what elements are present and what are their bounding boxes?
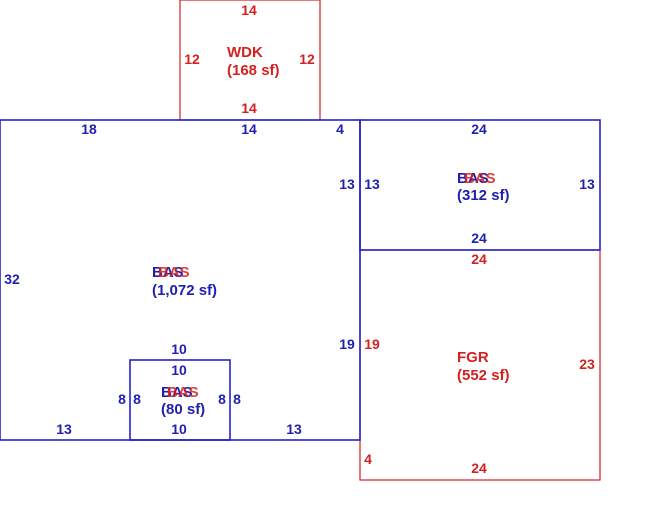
dim-fgr-top: 24 bbox=[471, 251, 487, 267]
fgr-code: FGR bbox=[457, 349, 489, 366]
dim-small-top-inner: 10 bbox=[171, 362, 187, 378]
dim-wdk-top: 14 bbox=[241, 2, 257, 18]
bas-small-outline bbox=[129, 359, 231, 441]
fgr-area: (552 sf) bbox=[457, 367, 510, 384]
dim-main-left: 32 bbox=[4, 271, 20, 287]
dim-main-right-lower: 19 bbox=[339, 336, 355, 352]
bas-small-code-b: BAS bbox=[167, 384, 199, 401]
bas-right-outline bbox=[359, 119, 601, 251]
dim-main-bottom-right: 13 bbox=[286, 421, 302, 437]
bas-main-area: (1,072 sf) bbox=[152, 282, 217, 299]
dim-wdk-right: 12 bbox=[299, 51, 315, 67]
dim-right-right: 13 bbox=[579, 176, 595, 192]
dim-main-bottom-left: 13 bbox=[56, 421, 72, 437]
dim-right-left: 13 bbox=[364, 176, 380, 192]
bas-small-area: (80 sf) bbox=[161, 401, 205, 418]
dim-fgr-left: 19 bbox=[364, 336, 380, 352]
dim-main-top-right: 4 bbox=[336, 121, 344, 137]
bas-main-code-a: BAS bbox=[152, 264, 184, 281]
wdk-code: WDK bbox=[227, 44, 263, 61]
bas-right-code-a: BAS bbox=[457, 170, 489, 187]
dim-fgr-bottom: 24 bbox=[471, 460, 487, 476]
bas-right-area: (312 sf) bbox=[457, 187, 510, 204]
bas-main-code-b: BAS bbox=[158, 264, 190, 281]
bas-right-code-b: BAS bbox=[464, 170, 496, 187]
dim-main-right-upper: 13 bbox=[339, 176, 355, 192]
dim-main-top-left: 18 bbox=[81, 121, 97, 137]
dim-fgr-corner: 4 bbox=[364, 451, 372, 467]
wdk-area: (168 sf) bbox=[227, 62, 280, 79]
dim-small-top-outer: 10 bbox=[171, 341, 187, 357]
dim-small-left-outer: 8 bbox=[118, 391, 126, 407]
dim-small-left-inner: 8 bbox=[133, 391, 141, 407]
dim-fgr-right: 23 bbox=[579, 356, 595, 372]
dim-right-bottom: 24 bbox=[471, 230, 487, 246]
dim-wdk-bottom: 14 bbox=[241, 100, 257, 116]
dim-small-bottom: 10 bbox=[171, 421, 187, 437]
dim-right-top: 24 bbox=[471, 121, 487, 137]
dim-small-right-inner: 8 bbox=[218, 391, 226, 407]
dim-small-right-outer: 8 bbox=[233, 391, 241, 407]
dim-main-top-mid: 14 bbox=[241, 121, 257, 137]
dim-wdk-left: 12 bbox=[184, 51, 200, 67]
bas-small-code-a: BAS bbox=[161, 384, 193, 401]
